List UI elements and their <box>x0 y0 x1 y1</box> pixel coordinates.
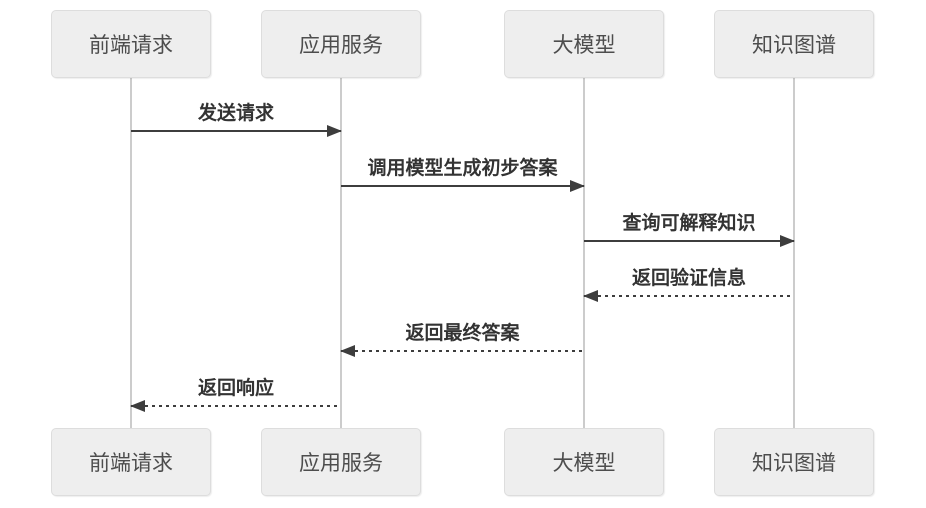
actor-box-frontend-request-top: 前端请求 <box>51 10 211 78</box>
message-label: 调用模型生成初步答案 <box>367 158 558 179</box>
arrowhead-left-icon <box>340 345 355 357</box>
actor-box-llm-top: 大模型 <box>504 10 664 78</box>
lifeline-knowledge-graph <box>793 78 795 428</box>
message-label: 返回最终答案 <box>405 323 520 344</box>
arrowhead-right-icon <box>780 235 795 247</box>
actor-box-knowledge-graph-bottom: 知识图谱 <box>714 428 874 496</box>
arrow-line <box>583 290 794 302</box>
arrow-line <box>341 180 585 192</box>
arrowhead-right-icon <box>327 125 342 137</box>
lifeline-llm <box>583 78 585 428</box>
message-query-explainable-knowledge: 查询可解释知识 <box>584 213 795 247</box>
actor-box-frontend-request-bottom: 前端请求 <box>51 428 211 496</box>
message-return-verification-info: 返回验证信息 <box>583 268 794 302</box>
actor-box-app-service-bottom: 应用服务 <box>261 428 421 496</box>
arrow-line <box>131 125 342 137</box>
arrow-line <box>340 345 584 357</box>
arrow-line <box>584 235 795 247</box>
arrow-line <box>130 400 341 412</box>
message-call-model-generate-draft: 调用模型生成初步答案 <box>341 158 585 192</box>
message-label: 返回响应 <box>197 378 274 399</box>
message-label: 返回验证信息 <box>631 268 746 289</box>
lifeline-app-service <box>340 78 342 428</box>
actor-box-app-service-top: 应用服务 <box>261 10 421 78</box>
message-send-request: 发送请求 <box>131 103 342 137</box>
arrowhead-left-icon <box>130 400 145 412</box>
message-label: 发送请求 <box>197 103 274 124</box>
message-label: 查询可解释知识 <box>622 213 756 234</box>
arrowhead-right-icon <box>570 180 585 192</box>
actor-box-knowledge-graph-top: 知识图谱 <box>714 10 874 78</box>
lifeline-frontend-request <box>130 78 132 428</box>
actor-box-llm-bottom: 大模型 <box>504 428 664 496</box>
arrowhead-left-icon <box>583 290 598 302</box>
message-return-response: 返回响应 <box>130 378 341 412</box>
message-return-final-answer: 返回最终答案 <box>340 323 584 357</box>
